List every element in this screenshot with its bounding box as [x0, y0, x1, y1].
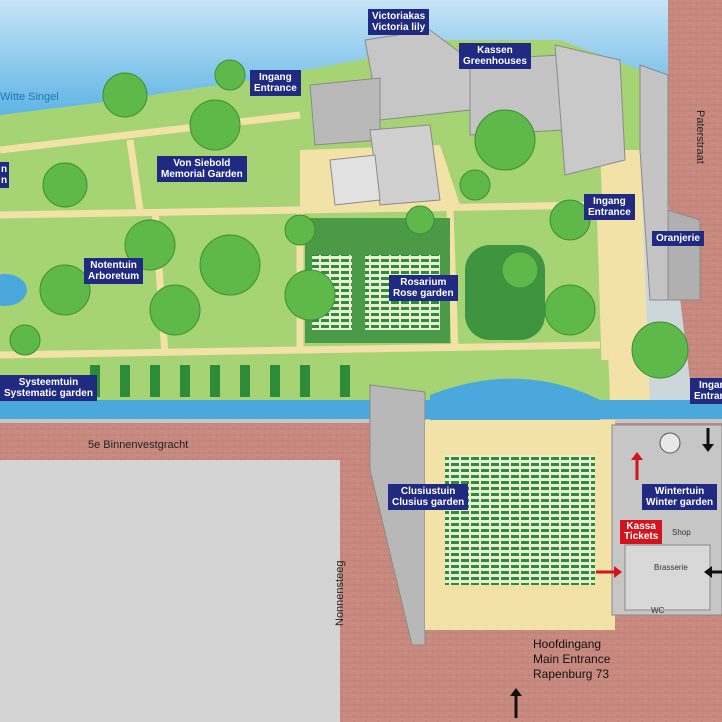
label-line: Oranjerie: [656, 233, 700, 244]
witte-singel-label: Witte Singel: [0, 91, 59, 103]
label-line: Rosarium: [400, 277, 447, 288]
label-line: Entrance: [694, 391, 722, 402]
label-line: Ingang: [699, 380, 722, 391]
label-rosarium[interactable]: Rosarium Rose garden: [389, 275, 458, 301]
label-line: Notentuin: [90, 260, 137, 271]
label-oranjerie[interactable]: Oranjerie: [652, 231, 704, 246]
label-line: Kassen: [477, 45, 513, 56]
label-wintertuin[interactable]: Wintertuin Winter garden: [642, 484, 718, 510]
oranjerie-wing: [667, 209, 701, 301]
brasserie-label: Brasserie: [654, 563, 688, 572]
wc-label: WC: [651, 606, 665, 615]
label-line: Arboretum: [88, 271, 140, 282]
main-entrance-line: Rapenburg 73: [533, 667, 610, 681]
label-line: Winter garden: [646, 497, 714, 508]
kassa-line: Tickets: [624, 531, 659, 542]
label-line: Entrance: [254, 83, 297, 94]
label-victoriakas[interactable]: Victoriakas Victoria lily: [368, 9, 430, 35]
kassa-line: Kassa: [626, 521, 656, 532]
label-kassen[interactable]: Kassen Greenhouses: [459, 43, 531, 69]
label-line: n: [1, 175, 8, 186]
label-systeemtuin[interactable]: Systeemtuin Systematic garden: [0, 375, 97, 401]
binnenvestgracht-canal: [0, 400, 722, 422]
nonnensteeg-label: Nonnensteeg: [334, 560, 346, 626]
greenhouses: [309, 29, 626, 206]
grey-block: [0, 460, 340, 722]
main-entrance-label[interactable]: Hoofdingang Main Entrance Rapenburg 73: [533, 637, 610, 682]
label-line: Memorial Garden: [161, 169, 243, 180]
shop-label: Shop: [672, 528, 691, 537]
label-line: Wintertuin: [654, 486, 705, 497]
label-clusiustuin[interactable]: Clusiustuin Clusius garden: [388, 484, 469, 510]
nonnensteeg-building: [369, 384, 426, 646]
label-von-siebold[interactable]: Von Siebold Memorial Garden: [157, 156, 247, 182]
clusius-pond: [430, 378, 600, 420]
label-left-cut[interactable]: n n: [0, 162, 10, 188]
main-entrance-line: Main Entrance: [533, 652, 611, 666]
label-line: Ingang: [259, 72, 292, 83]
canal-label: 5e Binnenvestgracht: [88, 439, 189, 451]
label-line: Clusius garden: [392, 497, 465, 508]
paterstraat-road: [668, 0, 722, 380]
label-line: Victoriakas: [372, 11, 426, 22]
clusius-beds: [445, 455, 595, 585]
label-line: Clusiustuin: [400, 486, 456, 497]
main-entrance-line: Hoofdingang: [533, 637, 602, 651]
label-line: Victoria lily: [372, 22, 426, 33]
label-ingang-top[interactable]: Ingang Entrance: [250, 70, 301, 96]
label-line: Von Siebold: [173, 158, 231, 169]
label-notentuin[interactable]: Notentuin Arboretum: [84, 258, 144, 284]
trees: [9, 59, 689, 379]
label-line: Ingang: [593, 196, 626, 207]
label-line: Greenhouses: [463, 56, 527, 67]
label-line: Systematic garden: [4, 388, 93, 399]
arrows: [510, 428, 722, 718]
label-line: Systeemtuin: [18, 377, 79, 388]
label-line: Entrance: [588, 207, 631, 218]
paterstraat-label: Paterstraat: [694, 110, 706, 164]
label-line: n: [1, 164, 8, 175]
label-line: Rose garden: [393, 288, 454, 299]
label-ingang-right[interactable]: Ingang Entrance: [584, 194, 635, 220]
label-ingang-edge[interactable]: Ingang Entrance: [690, 378, 722, 404]
kassa-tickets[interactable]: Kassa Tickets: [620, 520, 663, 544]
pond-left: [0, 274, 27, 306]
